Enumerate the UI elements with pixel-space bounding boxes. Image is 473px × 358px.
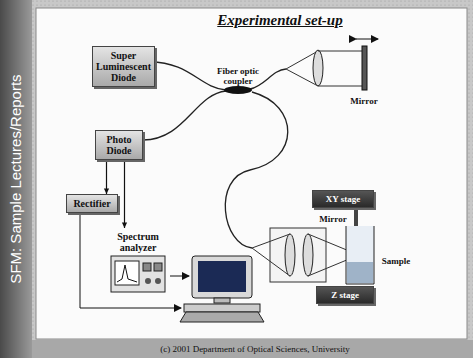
node-text: XY stage xyxy=(316,194,370,204)
part-label: Sample xyxy=(376,256,416,266)
footer-note: (c) 2001 Department of Optical Sciences,… xyxy=(60,344,450,354)
node-text: Z stage xyxy=(320,290,370,300)
detector-box: Photo Diode xyxy=(95,130,143,160)
optical-fibers xyxy=(143,62,288,248)
part-label: Mirror xyxy=(316,214,350,224)
part-label: Fiber optic coupler xyxy=(203,66,273,86)
light-source-box: Super Luminescent Diode xyxy=(92,46,155,87)
node-text: Spectrum analyzer xyxy=(109,231,167,253)
fiber-coupler xyxy=(224,86,252,94)
signal-wire xyxy=(80,214,181,308)
spectrum-analyzer: Spectrum analyzer xyxy=(106,228,170,297)
node-text: Super Luminescent Diode xyxy=(96,50,151,83)
signal-wire xyxy=(170,276,189,277)
side-title: SFM: Sample Lectures/Reports xyxy=(7,14,25,344)
computer xyxy=(180,256,264,322)
rectifier-box: Rectifier xyxy=(66,194,118,213)
sample-arm xyxy=(252,206,374,284)
footer-band xyxy=(32,340,473,358)
node-text: Rectifier xyxy=(70,198,114,209)
node-text: Photo Diode xyxy=(99,134,139,156)
reference-arm xyxy=(286,39,378,90)
stage-box: Z stage xyxy=(316,286,374,304)
signal-arrow xyxy=(122,160,127,228)
signal-arrow xyxy=(104,160,109,194)
side-band xyxy=(0,0,32,358)
analyzer-device xyxy=(110,255,166,295)
slide-title: Experimental set-up xyxy=(180,12,380,29)
stage-box: XY stage xyxy=(312,190,374,208)
slide-area xyxy=(36,8,467,339)
part-label: Mirror xyxy=(344,96,384,106)
